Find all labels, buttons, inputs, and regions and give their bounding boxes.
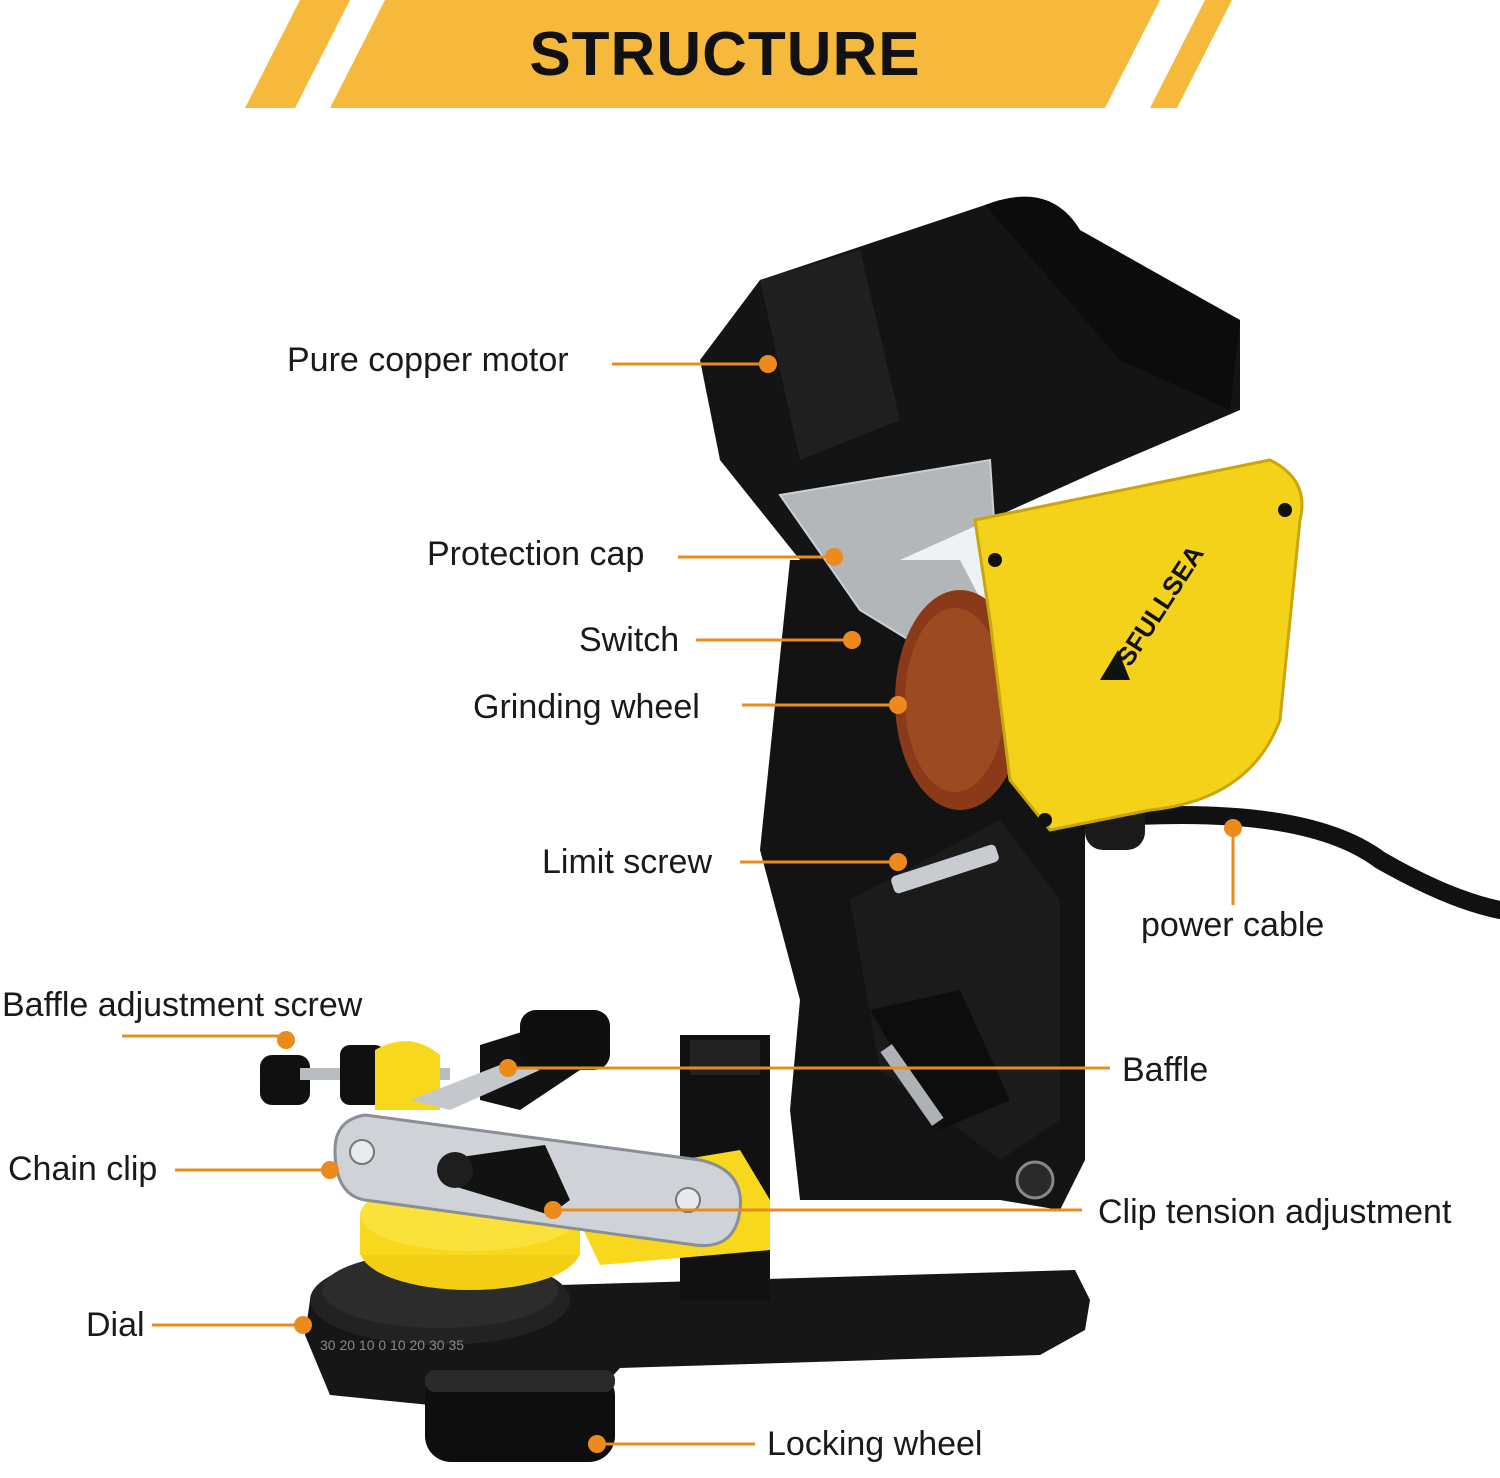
- label-power-cable: power cable: [1141, 906, 1325, 944]
- dot-locking-wheel: [588, 1435, 606, 1453]
- dot-baffle-screw: [277, 1031, 295, 1049]
- clip-tension-handle: [437, 1145, 570, 1215]
- label-protection-cap: Protection cap: [427, 535, 645, 573]
- wheel-guard: [973, 458, 1304, 832]
- dot-baffle: [499, 1059, 517, 1077]
- label-pure-copper-motor: Pure copper motor: [287, 341, 569, 379]
- dot-chain-clip: [321, 1161, 339, 1179]
- page-title: STRUCTURE: [529, 19, 921, 89]
- limit-screw: [891, 844, 999, 894]
- title-banner: [245, 0, 1232, 108]
- label-baffle-adjustment-screw: Baffle adjustment screw: [2, 986, 363, 1024]
- dot-clip-tension: [544, 1201, 562, 1219]
- leader-lines: [122, 362, 1235, 1446]
- dot-switch: [843, 631, 861, 649]
- dot-dial: [294, 1316, 312, 1334]
- dot-protection-cap: [825, 548, 843, 566]
- dot-power-cable: [1224, 819, 1242, 837]
- motor: [700, 196, 1240, 560]
- label-locking-wheel: Locking wheel: [767, 1425, 983, 1463]
- label-grinding-wheel: Grinding wheel: [473, 688, 700, 726]
- dot-motor: [759, 355, 777, 373]
- label-dial: Dial: [86, 1306, 145, 1344]
- label-switch: Switch: [579, 621, 680, 659]
- leader-dots: [277, 355, 1242, 1453]
- dot-limit-screw: [889, 853, 907, 871]
- locking-wheel: [425, 1370, 615, 1462]
- label-chain-clip: Chain clip: [8, 1150, 158, 1188]
- svg-text:30 20 10 0 10 20 30 35: 30 20 10 0 10 20 30 35: [320, 1337, 464, 1353]
- baffle-screw-assembly: [260, 1010, 610, 1110]
- label-baffle: Baffle: [1122, 1051, 1209, 1089]
- label-clip-tension-adjustment: Clip tension adjustment: [1098, 1193, 1452, 1231]
- dot-grinding-wheel: [889, 696, 907, 714]
- label-limit-screw: Limit screw: [542, 843, 713, 881]
